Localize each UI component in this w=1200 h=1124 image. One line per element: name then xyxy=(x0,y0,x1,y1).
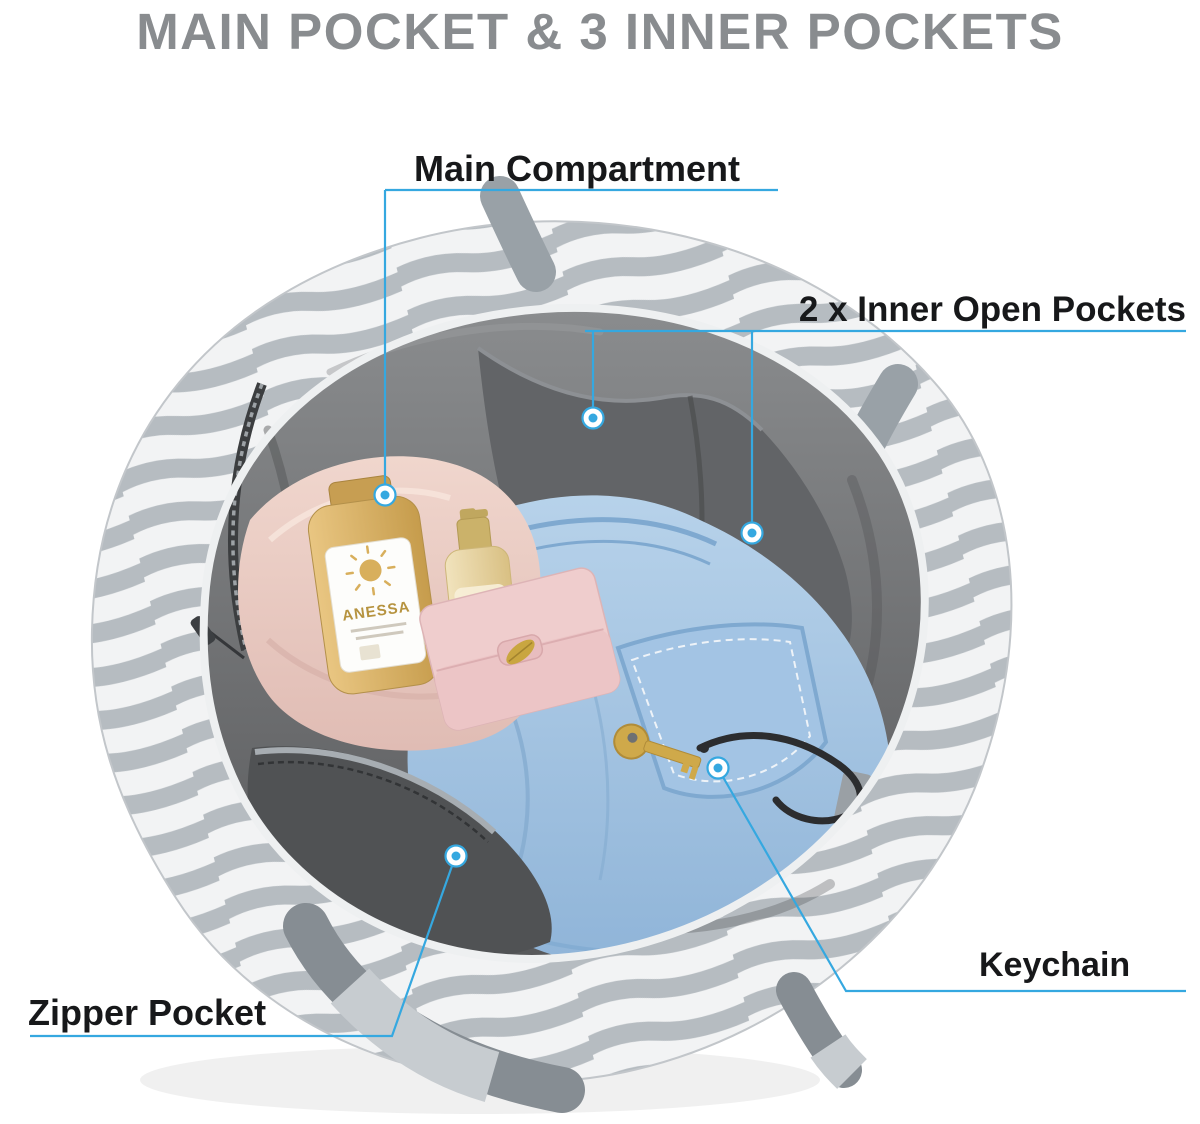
callout-dot-keychain xyxy=(706,756,730,780)
handle-bottom-left-wrap xyxy=(330,968,500,1102)
callout-dot-main-compartment xyxy=(373,483,397,507)
callout-line-main-compartment xyxy=(383,188,778,484)
callout-dot-zipper-pocket xyxy=(444,844,468,868)
page-title: MAIN POCKET & 3 INNER POCKETS xyxy=(136,3,1064,60)
callout-dots xyxy=(373,406,764,868)
callout-dot-inner-pocket-2 xyxy=(740,521,764,545)
bag-contents: ANESSA xyxy=(238,456,891,959)
bag-rim-binding xyxy=(199,304,929,963)
callout-line-zipper-pocket xyxy=(30,865,454,1038)
sun-logo-icon xyxy=(345,545,396,596)
callout-label-main-compartment: Main Compartment xyxy=(414,148,741,189)
callout-label-inner-open-pockets: 2 x Inner Open Pockets xyxy=(798,290,1186,329)
key xyxy=(613,723,702,780)
callout-label-keychain: Keychain xyxy=(979,946,1131,984)
leaf-emblem-icon xyxy=(506,639,535,665)
anessa-bottle: ANESSA xyxy=(307,475,441,695)
keychain-cord xyxy=(696,731,864,825)
wallet xyxy=(419,567,621,731)
callout-dot-inner-pocket-1 xyxy=(581,406,605,430)
callout-line-inner-open-pockets xyxy=(585,329,1186,522)
callout-line-keychain xyxy=(722,776,1186,993)
callout-label-zipper-pocket: Zipper Pocket xyxy=(28,992,267,1033)
handle-bottom-right-wrap xyxy=(810,1034,867,1089)
handle-top xyxy=(480,176,556,292)
